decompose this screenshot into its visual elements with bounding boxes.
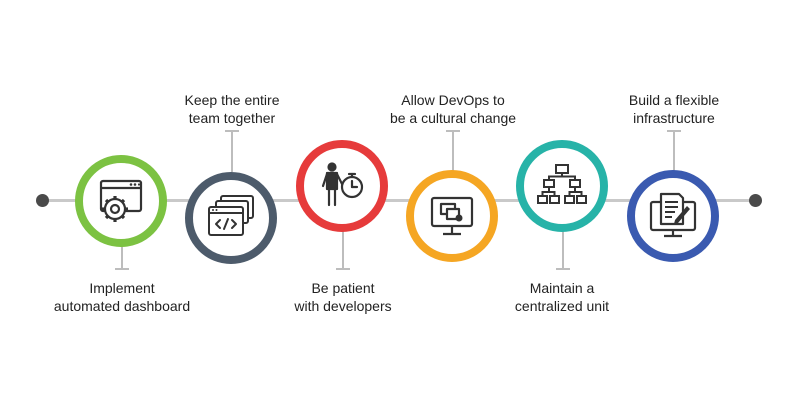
step-6-connector [667,130,681,172]
document-monitor-icon [649,192,697,238]
person-clock-icon [321,162,364,207]
step-5-connector [556,228,570,270]
step-1-label-line-2: automated dashboard [53,298,191,314]
step-3-label: Be patient with developers [258,279,428,315]
gear-dashboard-icon [99,179,143,222]
step-1-label: Implement automated dashboard [37,279,207,315]
timeline-start-dot [36,194,49,207]
monitor-icon [430,196,474,236]
step-4-label-line-2: be a cultural change [389,110,517,126]
step-4-label-line-1: Allow DevOps to [401,92,505,108]
org-chart-icon [537,164,587,204]
step-3-connector [336,228,350,270]
step-3-label-line-1: Be patient [311,280,375,296]
step-6-circle [627,170,719,262]
step-2-label: Keep the entire team together [147,91,317,127]
step-2-label-line-1: Keep the entire [184,92,280,108]
step-5-label-line-1: Maintain a [529,280,595,296]
step-2-circle [185,172,277,264]
step-4-label: Allow DevOps to be a cultural change [368,91,538,127]
step-6-label: Build a flexible infrastructure [589,91,759,127]
code-windows-icon [208,195,254,236]
step-5-label: Maintain a centralized unit [477,279,647,315]
step-2-connector [225,130,239,172]
step-3-circle [296,140,388,232]
step-5-label-line-2: centralized unit [514,298,610,314]
step-3-label-line-2: with developers [294,298,392,314]
step-4-connector [446,130,460,172]
step-4-circle [406,170,498,262]
step-6-label-line-2: infrastructure [633,110,715,126]
timeline-line [42,199,756,202]
step-1-circle [75,155,167,247]
step-5-circle [516,140,608,232]
step-2-label-line-2: team together [188,110,276,126]
timeline-end-dot [749,194,762,207]
step-6-label-line-1: Build a flexible [628,92,720,108]
step-1-label-line-1: Implement [89,280,155,296]
step-1-connector [115,228,129,270]
